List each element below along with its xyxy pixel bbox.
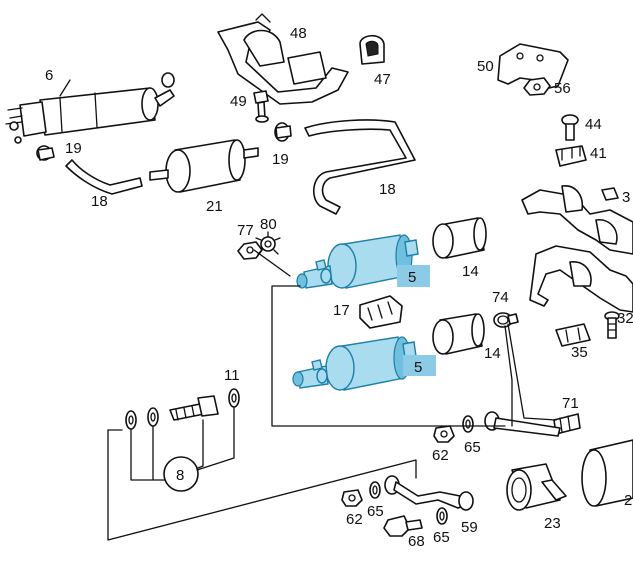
- part-77-nut[interactable]: [237, 241, 263, 260]
- label-47: 47: [374, 71, 391, 88]
- label-59: 59: [461, 519, 478, 536]
- part-5-label-highlight-lower: [403, 355, 436, 376]
- part-80-lock-washer[interactable]: [255, 231, 281, 255]
- label-77: 77: [237, 222, 254, 239]
- part-44-screw[interactable]: [561, 114, 579, 141]
- label-19a: 19: [65, 140, 82, 157]
- label-74: 74: [492, 289, 509, 306]
- label-5-upper: 5: [408, 269, 416, 286]
- part-14-sleeve-upper[interactable]: [432, 217, 487, 259]
- label-17: 17: [333, 302, 350, 319]
- part-41-clip[interactable]: [555, 145, 587, 167]
- part-32-bolt[interactable]: [604, 311, 620, 339]
- part-62-banjo-bolt-upper[interactable]: [433, 425, 455, 443]
- part-clamp-bracket[interactable]: [529, 245, 633, 313]
- label-6: 6: [45, 67, 53, 84]
- part-8-callout[interactable]: [163, 456, 199, 492]
- label-18a: 18: [91, 193, 108, 210]
- part-14-sleeve-lower[interactable]: [432, 313, 485, 355]
- label-21: 21: [206, 198, 223, 215]
- label-2: 2: [624, 492, 632, 509]
- label-68: 68: [408, 533, 425, 550]
- leader-lines: [59, 79, 557, 541]
- label-49: 49: [230, 93, 247, 110]
- label-65b: 65: [367, 503, 384, 520]
- part-56-nut[interactable]: [523, 77, 551, 96]
- part-68-banjo-bolt-lower-2[interactable]: [383, 515, 423, 537]
- part-17-connector[interactable]: [359, 295, 403, 329]
- label-18b: 18: [379, 181, 396, 198]
- part-labels: 6 19 18 21 19 18 48 47 49 50 56 44 41 3 …: [45, 25, 633, 550]
- part-11-fitting[interactable]: [169, 388, 240, 421]
- part-50-bracket[interactable]: [497, 43, 569, 91]
- label-44: 44: [585, 116, 602, 133]
- label-62a: 62: [432, 447, 449, 464]
- label-19b: 19: [272, 151, 289, 168]
- part-59-fuel-line[interactable]: [384, 475, 474, 511]
- part-2-accumulator[interactable]: [581, 439, 633, 507]
- label-5-lower: 5: [414, 359, 422, 376]
- part-6-fuel-accumulator[interactable]: [5, 72, 175, 144]
- label-32: 32: [617, 310, 633, 327]
- label-35: 35: [571, 344, 588, 361]
- label-50: 50: [477, 58, 494, 75]
- part-35-clip[interactable]: [555, 323, 591, 347]
- part-5-label-highlight-upper: [397, 265, 430, 287]
- part-65-seal-ring-upper[interactable]: [462, 415, 474, 433]
- part-47-rubber-mount[interactable]: [359, 34, 385, 65]
- part-3-bracket[interactable]: [521, 185, 633, 255]
- part-74-hose-clamp[interactable]: [493, 312, 519, 328]
- part-48-mounting-bracket[interactable]: [217, 13, 349, 105]
- label-65c: 65: [433, 529, 450, 546]
- label-56: 56: [554, 80, 571, 97]
- label-48: 48: [290, 25, 307, 42]
- part-18-fuel-hose-short[interactable]: [65, 159, 143, 195]
- label-71: 71: [562, 395, 579, 412]
- part-banjo-fitting-upper[interactable]: [484, 411, 561, 437]
- label-3: 3: [622, 189, 630, 206]
- label-14-upper: 14: [462, 263, 479, 280]
- part-washers-left[interactable]: [125, 407, 159, 430]
- label-62b: 62: [346, 511, 363, 528]
- label-14-lower: 14: [484, 345, 501, 362]
- part-62-banjo-bolt-lower[interactable]: [341, 489, 363, 507]
- part-5-fuel-pump-lower[interactable]: [292, 336, 417, 391]
- part-21-fuel-filter[interactable]: [149, 139, 259, 193]
- label-11: 11: [224, 367, 240, 384]
- part-19-hose-clip[interactable]: [36, 145, 55, 161]
- part-18-fuel-hose-long[interactable]: [304, 119, 416, 215]
- part-65-seal-ring-lower-1[interactable]: [369, 481, 381, 499]
- part-49-bolt[interactable]: [253, 90, 269, 123]
- label-8: 8: [176, 467, 184, 484]
- part-23-rubber-sleeve[interactable]: [506, 463, 567, 511]
- label-80: 80: [260, 216, 277, 233]
- part-65-seal-ring-lower-2[interactable]: [436, 507, 448, 525]
- label-41: 41: [590, 145, 607, 162]
- part-19-hose-clip-2[interactable]: [274, 122, 292, 142]
- label-23: 23: [544, 515, 561, 532]
- label-65a: 65: [464, 439, 481, 456]
